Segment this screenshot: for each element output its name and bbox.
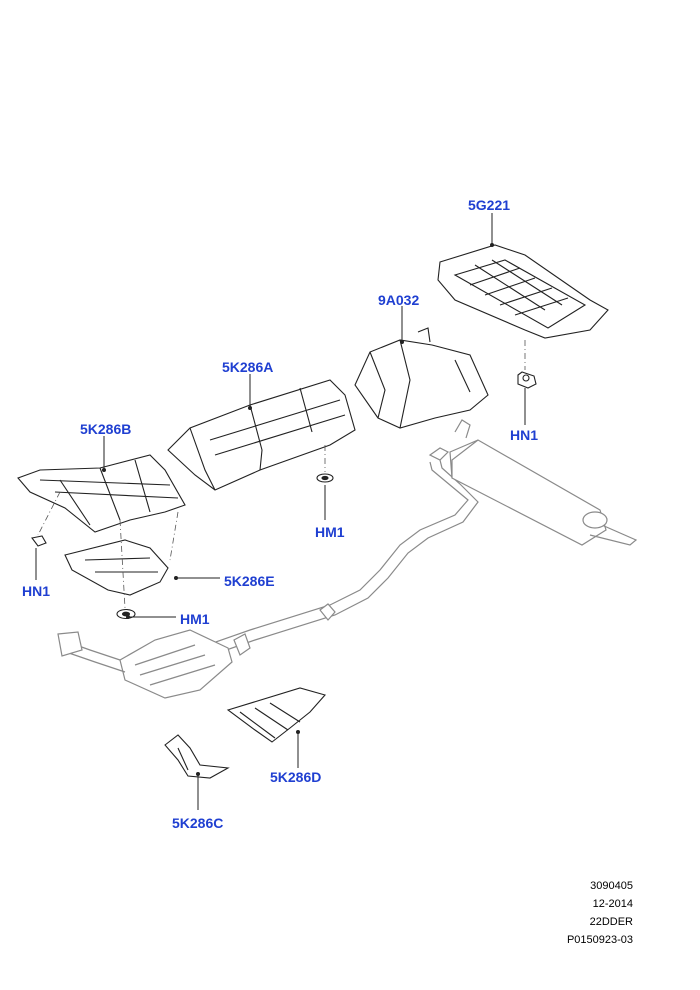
heat-shield-5k286d [228,688,325,742]
pipe-clamp [233,603,336,656]
exhaust-system [57,419,638,699]
exhaust-pipe [149,461,469,666]
callout-9a032: 9A032 [378,292,420,308]
footer-reference-line-4: P0150923-03 [566,934,633,946]
rear-muffler [449,439,607,546]
heat-shield-9a032 [355,328,488,428]
fastener-hn1-right-nut [517,371,537,389]
fastener-hm1-left-nut [116,608,136,620]
callout-5k286e: 5K286E [224,573,275,589]
callout-hn1-left: HN1 [22,583,51,599]
tailpipe-end [582,511,608,529]
callout-5k286a: 5K286A [222,359,274,375]
heat-shield-5k286a [168,380,355,490]
assembly-lines [37,340,526,609]
callout-5k286b: 5K286B [80,421,132,437]
fastener-hm1-center-nut [316,473,334,483]
footer-reference-line-3: 22DDER [589,916,633,928]
footer-reference-line-2: 12-2014 [592,898,633,910]
exhaust-pipe-lower-edge [154,459,479,676]
callout-hm1-left: HM1 [180,611,210,627]
callout-5g221: 5G221 [468,197,511,213]
fasteners [31,371,537,620]
muffler-hanger [428,419,471,461]
heat-shield-5k286e [65,540,168,595]
heat-shield-5g221 [438,245,608,338]
footer-reference-line-1: 3090405 [590,880,633,892]
callout-5k286d: 5K286D [270,769,322,785]
heat-shield-5k286c [165,735,228,778]
tailpipe [589,521,638,546]
rear-muffler-edge [451,439,479,478]
front-flange [57,631,83,657]
callout-hn1-right: HN1 [510,427,539,443]
fastener-hn1-left-nut [31,535,47,547]
catalytic-converter-detail [134,644,216,686]
heat-shield-5k286b [18,455,185,532]
callout-5k286c: 5K286C [172,815,224,831]
leader-dots [102,243,494,776]
callout-hm1-center: HM1 [315,524,345,540]
leader-lines [35,213,526,810]
